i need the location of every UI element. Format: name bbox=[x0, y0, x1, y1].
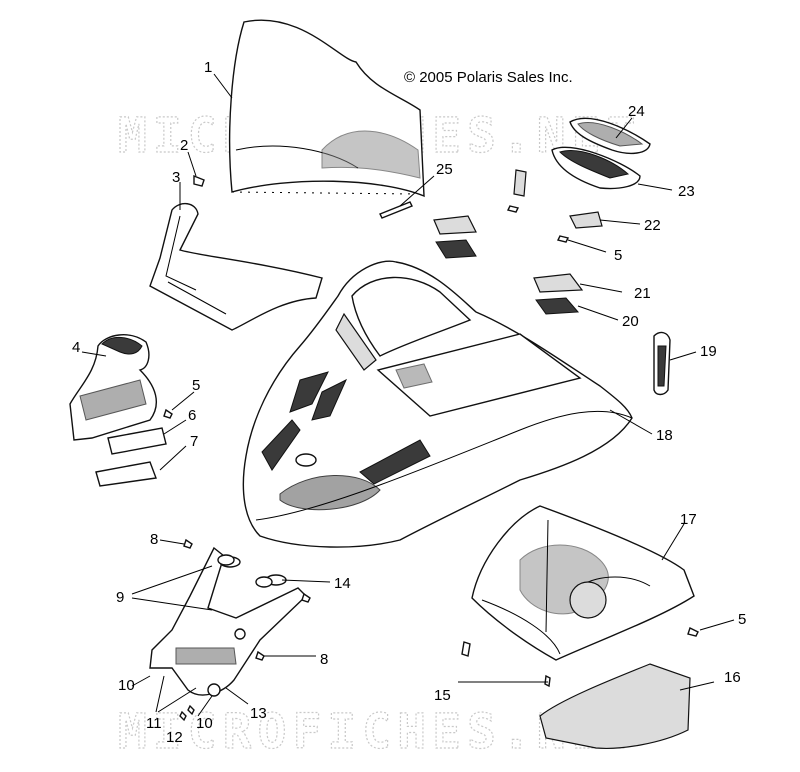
tray-part bbox=[471, 505, 695, 661]
clip-part-2 bbox=[187, 704, 195, 716]
callout-5c: 5 bbox=[614, 247, 622, 264]
vent-clip-part bbox=[535, 297, 580, 315]
callout-13: 13 bbox=[250, 705, 267, 722]
decal-strip-upper-part bbox=[107, 427, 167, 455]
bracket-tab-part bbox=[513, 169, 527, 197]
vent-cover-part bbox=[533, 273, 584, 293]
callout-17: 17 bbox=[680, 511, 697, 528]
callout-10b: 10 bbox=[196, 715, 213, 732]
gauge-lens-part bbox=[569, 117, 651, 155]
callout-24: 24 bbox=[628, 103, 645, 120]
rivet-part bbox=[163, 408, 173, 419]
callout-4: 4 bbox=[72, 339, 80, 356]
screw-part-5c bbox=[687, 627, 699, 637]
callout-12: 12 bbox=[166, 729, 183, 746]
pin-part-15a bbox=[461, 641, 471, 657]
callout-2: 2 bbox=[180, 137, 188, 154]
side-panel-left-part bbox=[69, 334, 158, 441]
rivet-part-8a bbox=[183, 538, 193, 549]
callout-1: 1 bbox=[204, 59, 212, 76]
clip-part bbox=[179, 710, 187, 722]
callout-18: 18 bbox=[656, 427, 673, 444]
gauge-panel-part bbox=[551, 146, 641, 190]
callout-9: 9 bbox=[116, 589, 124, 606]
callout-14: 14 bbox=[334, 575, 351, 592]
callout-15: 15 bbox=[434, 687, 451, 704]
hood-part bbox=[242, 260, 633, 548]
mirror-part bbox=[217, 554, 273, 588]
callout-23: 23 bbox=[678, 183, 695, 200]
handle-part bbox=[653, 331, 671, 396]
rivet-part-8b bbox=[301, 592, 311, 603]
callout-25: 25 bbox=[436, 161, 453, 178]
callout-10: 10 bbox=[118, 677, 135, 694]
pin-part-15b bbox=[544, 674, 551, 688]
callout-6: 6 bbox=[188, 407, 196, 424]
callout-16: 16 bbox=[724, 669, 741, 686]
screw-part bbox=[193, 174, 205, 187]
callout-5b: 5 bbox=[738, 611, 746, 628]
callout-7: 7 bbox=[190, 433, 198, 450]
windshield-part bbox=[228, 19, 425, 198]
callout-3: 3 bbox=[172, 169, 180, 186]
screw-part-5a bbox=[556, 235, 570, 243]
leader-lines bbox=[81, 73, 735, 717]
windshield-trim-part bbox=[149, 203, 323, 331]
callout-20: 20 bbox=[622, 313, 639, 330]
callout-8b: 8 bbox=[320, 651, 328, 668]
callout-8: 8 bbox=[150, 531, 158, 548]
copyright-text: © 2005 Polaris Sales Inc. bbox=[404, 69, 573, 86]
callout-22: 22 bbox=[644, 217, 661, 234]
decal-strip-lower-part bbox=[95, 461, 157, 487]
callout-5: 5 bbox=[192, 377, 200, 394]
small-cover-part bbox=[569, 211, 603, 229]
callout-11: 11 bbox=[146, 715, 162, 732]
screw-part-5b bbox=[506, 205, 520, 213]
foam-pad-part bbox=[539, 663, 691, 749]
callout-21: 21 bbox=[634, 285, 651, 302]
rivet-part-8c bbox=[255, 650, 265, 661]
vent-cover-part-left bbox=[433, 215, 477, 235]
antenna-part bbox=[379, 201, 413, 219]
front-bracket-part bbox=[149, 546, 308, 697]
callout-19: 19 bbox=[700, 343, 717, 360]
callout-labels: 1 2 3 4 5 6 7 8 9 10 11 12 10 13 14 8 15… bbox=[72, 59, 746, 746]
vent-clip-part-left bbox=[435, 239, 477, 259]
